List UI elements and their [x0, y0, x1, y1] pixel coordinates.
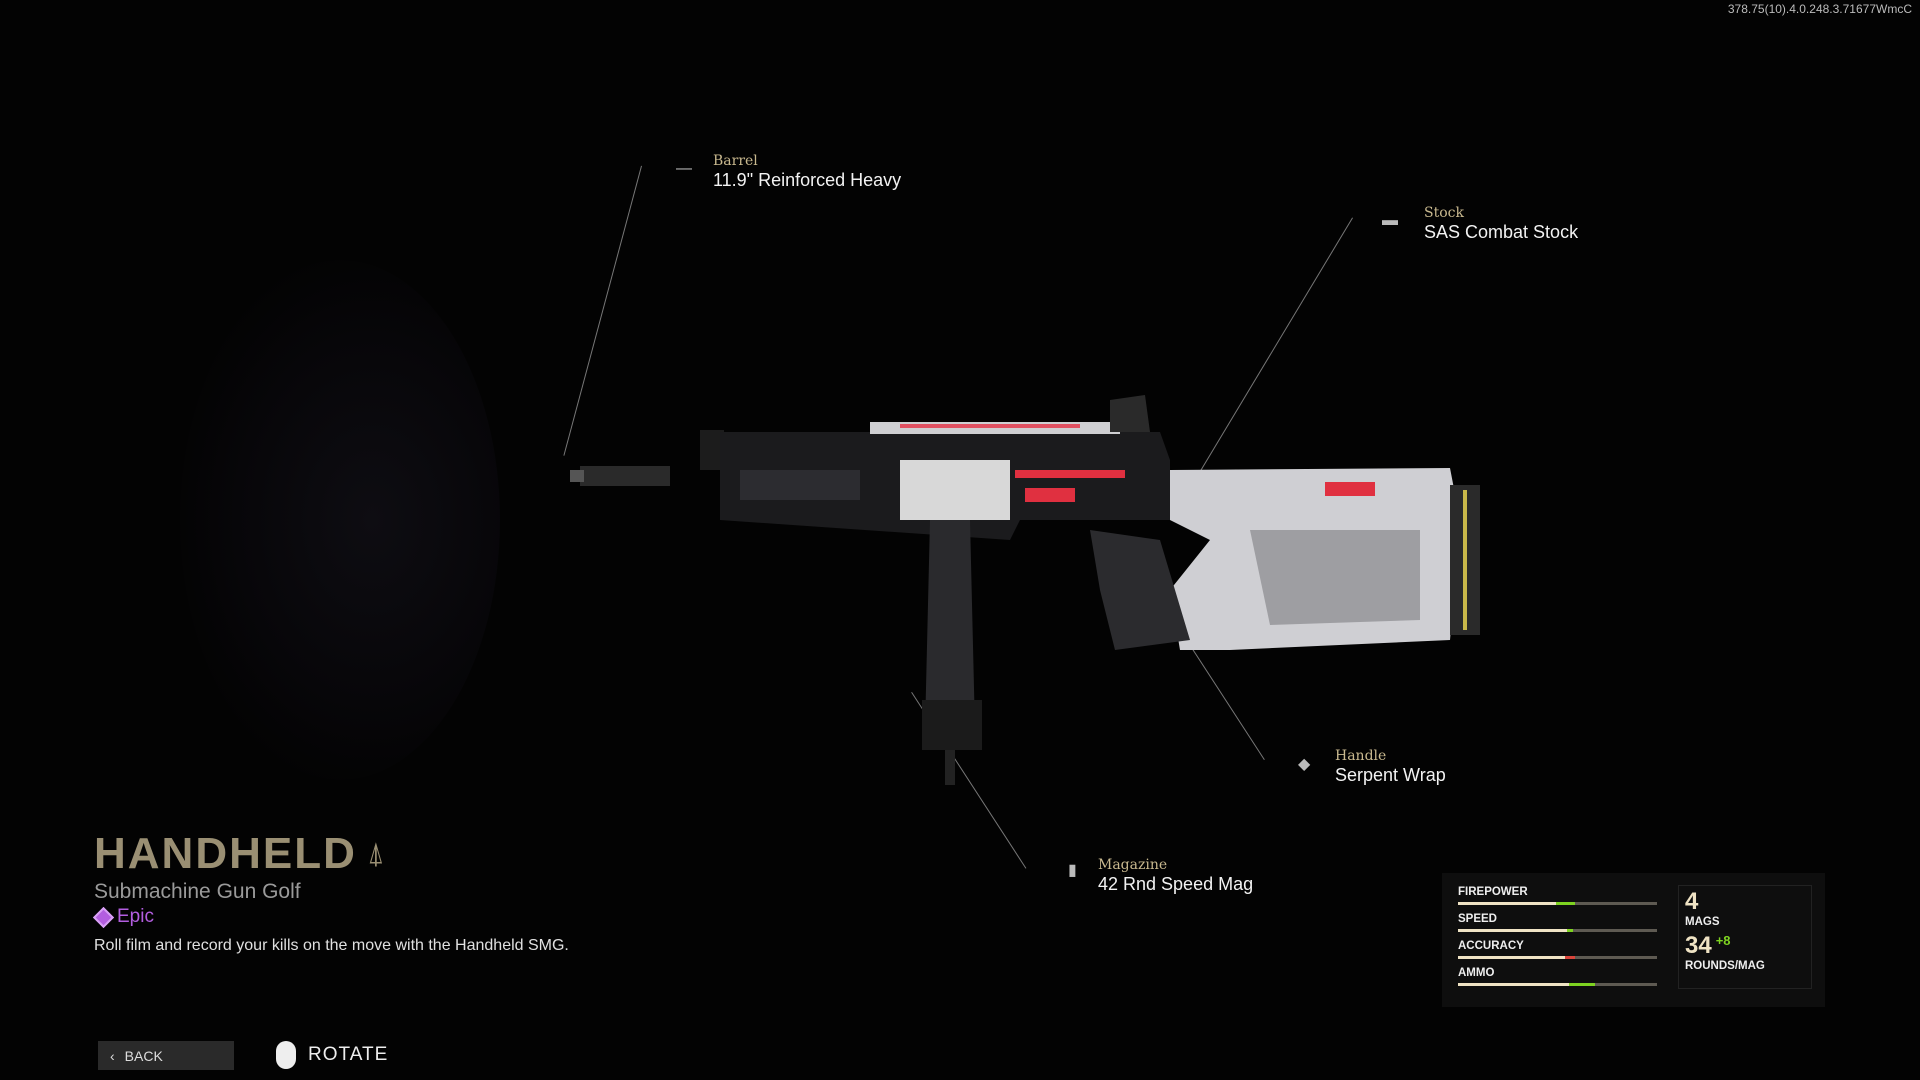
mags-count: 4 [1685, 888, 1699, 915]
rotate-hint: ROTATE [276, 1041, 388, 1069]
stat-speed: SPEED [1458, 912, 1657, 932]
stat-base-fill [1458, 902, 1556, 905]
ammo-box: 4 MAGS 34+8 ROUNDS/MAG [1678, 885, 1812, 989]
stat-bar [1458, 983, 1657, 986]
attachment-slot: Handle [1335, 748, 1387, 764]
rarity-badge: Epic [92, 906, 154, 928]
barrel-icon: — [676, 160, 692, 177]
rotate-label: ROTATE [308, 1044, 389, 1065]
background-glow [180, 260, 500, 780]
stat-ammo: AMMO [1458, 966, 1657, 986]
stat-base-fill [1458, 929, 1568, 932]
magazine-icon: ▮ [1068, 862, 1077, 879]
stat-firepower: FIREPOWER [1458, 885, 1657, 905]
stat-accuracy: ACCURACY [1458, 939, 1657, 959]
back-button[interactable]: ‹ BACK [98, 1041, 234, 1070]
weapon-model[interactable] [570, 390, 1510, 800]
attachment-slot: Barrel [713, 153, 758, 169]
stat-name: ACCURACY [1458, 940, 1524, 952]
mags-label: MAGS [1685, 916, 1720, 928]
attachment-name: 11.9" Reinforced Heavy [713, 170, 902, 190]
stat-base-fill [1458, 956, 1566, 959]
stat-bar [1458, 956, 1657, 959]
stat-change-fill [1555, 902, 1576, 905]
attachment-name: 42 Rnd Speed Mag [1098, 874, 1254, 894]
stat-change-fill [1567, 929, 1574, 932]
stat-name: SPEED [1458, 913, 1497, 925]
weapon-name: HANDHELD ⍋ [94, 830, 387, 878]
rounds-label: ROUNDS/MAG [1685, 960, 1765, 972]
handle-icon: ◆ [1298, 756, 1311, 773]
rarity-label: Epic [117, 906, 154, 927]
stat-base-fill [1458, 983, 1570, 986]
attachment-name: Serpent Wrap [1335, 765, 1446, 785]
attachment-slot: Magazine [1098, 857, 1168, 873]
stock-icon: ▬ [1382, 212, 1398, 229]
weapon-class: Submachine Gun Golf [94, 880, 301, 903]
weapon-name-text: HANDHELD [94, 829, 357, 878]
rarity-diamond-icon [92, 906, 115, 928]
stat-change-fill [1569, 983, 1596, 986]
weapon-description: Roll film and record your kills on the m… [94, 937, 569, 954]
version-string: 378.75(10).4.0.248.3.71677WmcC [1727, 2, 1912, 16]
stat-name: AMMO [1458, 967, 1495, 979]
chevron-left-icon: ‹ [110, 1047, 115, 1064]
mouse-icon [276, 1041, 296, 1069]
rounds-bonus: +8 [1715, 933, 1731, 948]
attachment-slot: Stock [1424, 205, 1464, 221]
blueprint-compass-icon: ⍋ [366, 837, 387, 870]
stats-panel: FIREPOWER SPEED ACCURACY AMMO 4 MAGS 34+… [1442, 873, 1825, 1007]
stat-name: FIREPOWER [1458, 886, 1528, 898]
stat-bar [1458, 929, 1657, 932]
stat-bar [1458, 902, 1657, 905]
attachment-name: SAS Combat Stock [1424, 222, 1579, 242]
stat-change-fill [1565, 956, 1576, 959]
back-label: BACK [124, 1047, 163, 1064]
rounds-count: 34 [1685, 932, 1712, 959]
